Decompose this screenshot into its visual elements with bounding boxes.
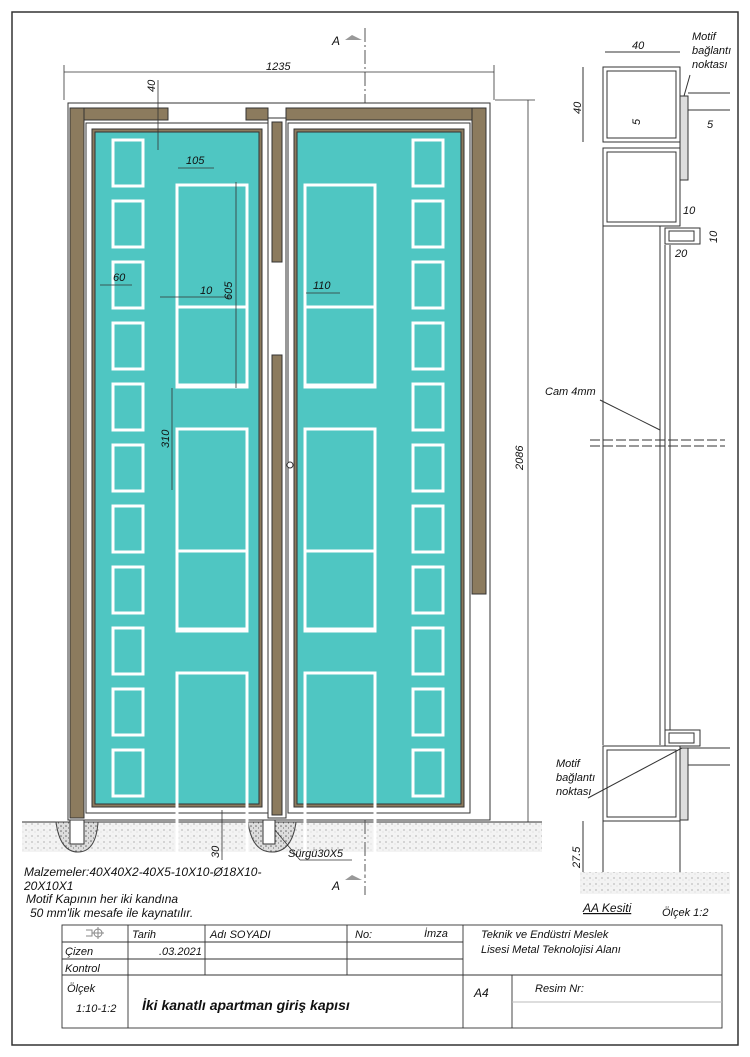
left-large-motif xyxy=(175,183,249,387)
left-small-motif xyxy=(111,748,145,798)
section-dim-10-a: 10 xyxy=(683,205,696,217)
note-line-1: Motif Kapının her iki kandına xyxy=(26,892,178,906)
left-small-motif xyxy=(111,443,145,493)
tb-paper-size: A4 xyxy=(473,986,489,1000)
door-handle xyxy=(286,461,294,469)
dim-60: 60 xyxy=(113,272,126,284)
right-small-motif xyxy=(411,260,445,310)
title-block-symbol xyxy=(86,927,104,939)
materials-line-2: 20X10X1 xyxy=(23,879,73,893)
right-large-motif xyxy=(303,671,377,875)
section-ground xyxy=(580,872,730,894)
dimension-lines xyxy=(63,65,535,861)
right-small-motif xyxy=(411,687,445,737)
left-small-motif xyxy=(111,199,145,249)
section-aa xyxy=(582,51,730,872)
right-large-motif xyxy=(303,427,377,631)
right-door-leaf xyxy=(287,122,471,814)
left-small-motif xyxy=(111,382,145,432)
section-title: AA Kesiti xyxy=(582,901,632,915)
section-dim-40-top: 40 xyxy=(632,40,645,52)
dim-overall-height: 2086 xyxy=(514,445,526,471)
tb-sign-header: İmza xyxy=(424,928,448,940)
dim-110: 110 xyxy=(313,280,331,292)
tb-date-header: Tarih xyxy=(132,929,156,941)
astragal-top xyxy=(271,121,283,263)
right-large-motif xyxy=(303,183,377,387)
tb-name-header: Adı SOYADI xyxy=(209,929,271,941)
dim-30: 30 xyxy=(210,845,222,858)
dim-frame-40: 40 xyxy=(146,79,158,92)
glass-label: Cam 4mm xyxy=(545,386,596,398)
left-small-motif xyxy=(111,138,145,188)
right-small-motif xyxy=(411,626,445,676)
section-dim-27-5: 27.5 xyxy=(571,846,583,869)
dim-605: 605 xyxy=(223,281,235,300)
section-scale: Ölçek 1:2 xyxy=(662,907,708,919)
note-line-2: 50 mm'lik mesafe ile kaynatılır. xyxy=(30,906,193,920)
left-small-motif xyxy=(111,321,145,371)
dim-310: 310 xyxy=(160,429,172,448)
tb-check-label: Kontrol xyxy=(65,963,100,975)
tb-drawn-date: .03.2021 xyxy=(159,946,202,958)
tb-scale-value: 1:10-1:2 xyxy=(76,1003,116,1015)
section-dim-20: 20 xyxy=(674,248,688,260)
left-small-motif xyxy=(111,565,145,615)
right-small-motif xyxy=(411,138,445,188)
section-dim-5-b: 5 xyxy=(707,119,714,131)
tb-drawing-no-label: Resim Nr: xyxy=(535,983,584,995)
left-jamb xyxy=(69,107,85,819)
tb-drawn-label: Çizen xyxy=(65,946,93,958)
left-large-motif xyxy=(175,671,249,875)
motif-bottom-label-3: noktası xyxy=(556,786,591,798)
right-small-motif xyxy=(411,199,445,249)
dim-10: 10 xyxy=(200,285,213,297)
tb-school-line-2: Lisesi Metal Teknolojisi Alanı xyxy=(481,944,621,956)
tb-no-header: No: xyxy=(355,929,372,941)
right-small-motif xyxy=(411,504,445,554)
motif-top-label-1: Motif xyxy=(692,31,717,43)
left-large-motif xyxy=(175,427,249,631)
right-small-motif xyxy=(411,321,445,371)
section-marker-top: A xyxy=(331,34,340,48)
section-dim-10-b: 10 xyxy=(708,230,720,243)
motif-pattern xyxy=(111,138,445,875)
dim-overall-width: 1235 xyxy=(266,61,291,73)
left-small-motif xyxy=(111,504,145,554)
motif-bottom-label-1: Motif xyxy=(556,758,581,770)
motif-bottom-label-2: bağlantı xyxy=(556,772,595,784)
left-large-motif xyxy=(175,549,249,633)
right-small-motif xyxy=(411,443,445,493)
tb-scale-label: Ölçek xyxy=(67,983,96,995)
right-small-motif xyxy=(411,565,445,615)
bolt-label: Sürgü30X5 xyxy=(288,848,344,860)
section-marker-bottom: A xyxy=(331,879,340,893)
left-small-motif xyxy=(111,687,145,737)
section-dim-40-side: 40 xyxy=(572,101,584,114)
tb-drawing-title: İki kanatlı apartman giriş kapısı xyxy=(142,997,350,1013)
right-small-motif xyxy=(411,748,445,798)
motif-top-label-2: bağlantı xyxy=(692,45,731,57)
sheet-border xyxy=(11,11,739,1046)
left-small-motif xyxy=(111,626,145,676)
motif-top-label-3: noktası xyxy=(692,59,727,71)
materials-line-1: Malzemeler:40X40X2-40X5-10X10-Ø18X10- xyxy=(24,865,261,879)
dim-105: 105 xyxy=(186,155,205,167)
right-jamb xyxy=(471,107,487,595)
tb-school-line-1: Teknik ve Endüstri Meslek xyxy=(481,929,609,941)
title-block xyxy=(61,924,723,1029)
right-large-motif xyxy=(303,305,377,389)
astragal-bottom xyxy=(271,354,283,816)
right-small-motif xyxy=(411,382,445,432)
section-dim-5-a: 5 xyxy=(631,118,643,125)
left-large-motif xyxy=(175,305,249,389)
right-large-motif xyxy=(303,549,377,633)
